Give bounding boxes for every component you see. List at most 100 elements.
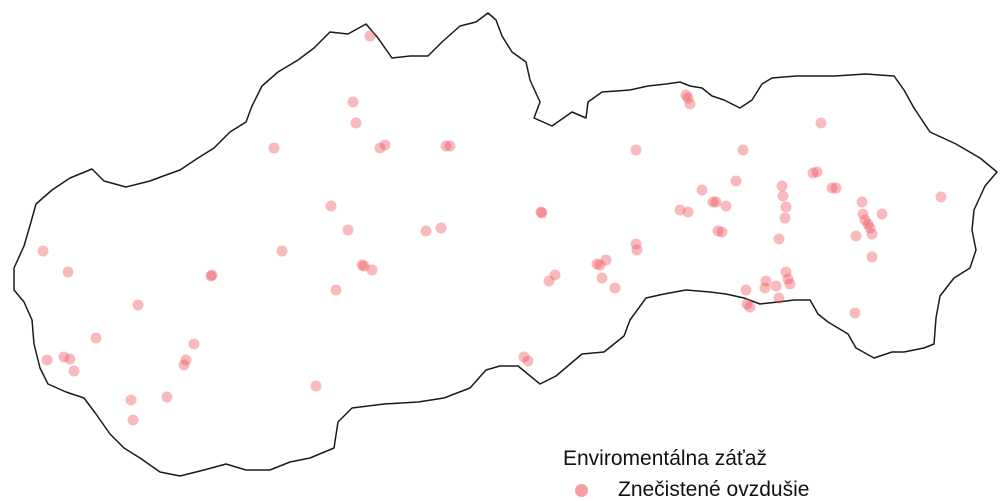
site-marker <box>674 204 686 216</box>
site-marker <box>830 182 842 194</box>
site-marker <box>866 251 878 263</box>
site-marker <box>776 180 788 192</box>
site-marker <box>591 258 603 270</box>
site-marker <box>730 175 742 187</box>
site-marker <box>630 144 642 156</box>
site-marker <box>536 207 548 219</box>
site-marker <box>815 117 827 129</box>
site-marker <box>58 351 70 363</box>
site-marker <box>630 238 642 250</box>
site-marker <box>811 166 823 178</box>
site-marker <box>684 98 696 110</box>
site-marker <box>859 214 871 226</box>
site-marker <box>374 142 386 154</box>
site-marker <box>777 190 789 202</box>
site-marker <box>132 299 144 311</box>
site-marker <box>710 196 722 208</box>
site-marker <box>330 284 342 296</box>
site-marker <box>206 269 218 281</box>
site-marker <box>178 359 190 371</box>
site-marker <box>682 92 694 104</box>
site-marker <box>180 354 192 366</box>
site-marker <box>549 269 561 281</box>
site-marker <box>188 338 200 350</box>
site-marker <box>780 266 792 278</box>
site-marker <box>420 225 432 237</box>
site-marker <box>518 351 530 363</box>
site-marker <box>435 222 447 234</box>
site-marker <box>325 200 337 212</box>
site-marker <box>310 380 322 392</box>
legend-title: Enviromentálna záťaž <box>563 447 767 470</box>
site-marker <box>760 275 772 287</box>
site-marker <box>90 332 102 344</box>
site-marker <box>856 196 868 208</box>
site-marker <box>631 244 643 256</box>
site-markers <box>37 30 947 426</box>
site-marker <box>347 96 359 108</box>
site-marker <box>744 301 756 313</box>
site-marker <box>127 414 139 426</box>
site-marker <box>609 282 621 294</box>
site-marker <box>759 282 771 294</box>
site-marker <box>522 355 534 367</box>
site-marker <box>62 266 74 278</box>
site-marker <box>773 292 785 304</box>
site-marker <box>379 139 391 151</box>
site-marker <box>350 117 362 129</box>
site-marker <box>741 298 753 310</box>
site-marker <box>125 394 137 406</box>
site-marker <box>680 89 692 101</box>
site-marker <box>866 228 878 240</box>
site-marker <box>826 182 838 194</box>
site-marker <box>707 196 719 208</box>
site-marker <box>366 264 378 276</box>
site-marker <box>600 254 612 266</box>
site-marker <box>849 307 861 319</box>
site-marker <box>935 191 947 203</box>
site-marker <box>740 284 752 296</box>
site-marker <box>780 201 792 213</box>
site-marker <box>716 226 728 238</box>
site-marker <box>358 260 370 272</box>
legend: Enviromentálna záťaž Znečistené ovzdušie <box>563 446 983 502</box>
site-marker <box>68 365 80 377</box>
site-marker <box>444 140 456 152</box>
legend-item: Znečistené ovzdušie <box>575 478 983 502</box>
site-marker <box>342 224 354 236</box>
site-marker <box>696 184 708 196</box>
slovakia-border <box>13 12 998 477</box>
site-marker <box>864 222 876 234</box>
site-marker <box>364 30 376 42</box>
site-marker <box>770 280 782 292</box>
site-marker <box>440 140 452 152</box>
site-marker <box>37 245 49 257</box>
site-marker <box>862 218 874 230</box>
site-marker <box>205 270 217 282</box>
site-marker <box>782 273 794 285</box>
site-marker <box>857 208 869 220</box>
site-marker <box>682 206 694 218</box>
site-marker <box>41 354 53 366</box>
site-marker <box>535 206 547 218</box>
site-marker <box>779 212 791 224</box>
legend-label: Znečistené ovzdušie <box>618 478 810 501</box>
site-marker <box>356 259 368 271</box>
site-marker <box>784 278 796 290</box>
legend-dot-icon <box>575 483 588 497</box>
site-marker <box>876 208 888 220</box>
site-marker <box>594 259 606 271</box>
site-marker <box>543 275 555 287</box>
site-marker <box>737 144 749 156</box>
site-marker <box>276 245 288 257</box>
site-marker <box>596 272 608 284</box>
site-marker <box>161 391 173 403</box>
site-marker <box>773 233 785 245</box>
site-marker <box>268 142 280 154</box>
site-marker <box>807 167 819 179</box>
site-marker <box>850 230 862 242</box>
site-marker <box>720 200 732 212</box>
site-marker <box>712 225 724 237</box>
site-marker <box>64 353 76 365</box>
